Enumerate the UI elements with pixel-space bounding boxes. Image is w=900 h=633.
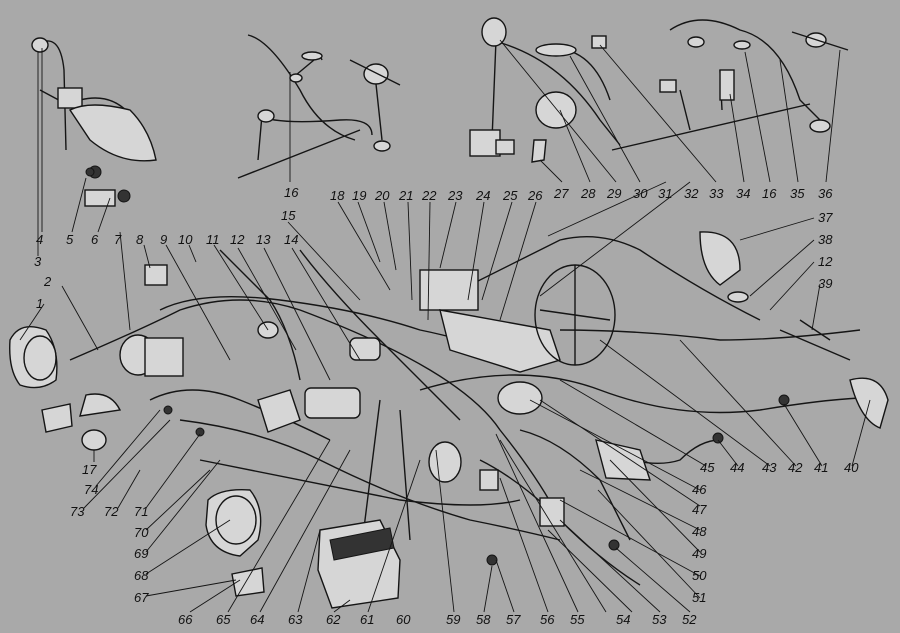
label-left-0: 2 [43,274,52,289]
label-left-10: 67 [134,590,149,605]
label-bottom-12: 54 [616,612,630,627]
label-bottom-9: 57 [506,612,521,627]
label-top-7: 23 [447,188,463,203]
label-left-7: 70 [134,525,149,540]
inset-drawings [31,17,849,207]
label-leftcol-2: 5 [66,232,74,247]
label-leftcol-8: 11 [206,232,220,247]
label-right-3: 39 [818,276,832,291]
label-rightcol-8: 48 [692,524,707,539]
label-bottom-14: 52 [682,612,697,627]
label-rightcol-11: 51 [692,590,706,605]
label-right-0: 37 [818,210,833,225]
label-leftcol-5: 8 [136,232,144,247]
label-right-2: 12 [818,254,833,269]
label-bottom-8: 58 [476,612,491,627]
label-bottom-4: 62 [326,612,341,627]
label-rightcol-10: 50 [692,568,707,583]
label-top-15: 31 [658,186,672,201]
components [9,167,889,609]
label-top-10: 26 [527,188,543,203]
label-top-5: 21 [398,188,413,203]
label-left-9: 68 [134,568,149,583]
label-left-2: 17 [82,462,97,477]
label-leftcol-0: 4 [36,232,43,247]
label-top-3: 19 [352,188,366,203]
label-bottom-11: 55 [570,612,585,627]
label-top-6: 22 [421,188,437,203]
label-top-9: 25 [502,188,518,203]
callout-labels: 16 15 18 19 20 21 22 23 24 25 26 27 28 2… [34,185,859,627]
label-top-18: 34 [736,186,750,201]
label-leftcol-10: 13 [256,232,271,247]
label-leftcol-6: 9 [160,232,167,247]
label-rightcol-6: 46 [692,482,707,497]
label-top-4: 20 [374,188,390,203]
label-right-1: 38 [818,232,833,247]
label-top-16: 32 [684,186,699,201]
label-top-13: 29 [606,186,621,201]
label-bottom-2: 64 [250,612,264,627]
label-bottom-6: 60 [396,612,411,627]
label-rightcol-5: 40 [844,460,859,475]
label-rightcol-9: 49 [692,546,706,561]
label-left-1: 1 [36,296,43,311]
label-leftcol-9: 12 [230,232,245,247]
label-rightcol-7: 47 [692,502,707,517]
label-bottom-1: 65 [216,612,231,627]
label-rightcol-2: 43 [762,460,777,475]
label-left-5: 72 [104,504,119,519]
label-left-8: 69 [134,546,148,561]
label-leftcol-7: 10 [178,232,193,247]
label-top-19: 16 [762,186,777,201]
label-bottom-5: 61 [360,612,374,627]
label-left-4: 73 [70,504,85,519]
label-bottom-7: 59 [446,612,460,627]
label-rightcol-1: 44 [730,460,744,475]
label-rightcol-3: 42 [788,460,803,475]
label-bottom-3: 63 [288,612,303,627]
label-top-14: 30 [633,186,648,201]
leader-lines [19,39,871,613]
label-top-20: 35 [790,186,805,201]
label-top-12: 28 [580,186,596,201]
label-top-0: 16 [284,185,299,200]
label-top-2: 18 [330,188,345,203]
label-left-6: 71 [134,504,148,519]
label-top-1: 15 [281,208,296,223]
label-rightcol-0: 45 [700,460,715,475]
label-rightcol-4: 41 [814,460,828,475]
label-leftcol-11: 14 [284,232,298,247]
label-leftcol-3: 6 [91,232,99,247]
label-top-21: 36 [818,186,833,201]
label-leftcol-4: 7 [114,232,122,247]
label-leftcol-1: 3 [34,254,42,269]
label-bottom-13: 53 [652,612,667,627]
label-bottom-0: 66 [178,612,193,627]
label-top-8: 24 [475,188,490,203]
label-top-11: 27 [553,186,569,201]
label-top-17: 33 [709,186,724,201]
label-left-3: 74 [84,482,98,497]
label-bottom-10: 56 [540,612,555,627]
